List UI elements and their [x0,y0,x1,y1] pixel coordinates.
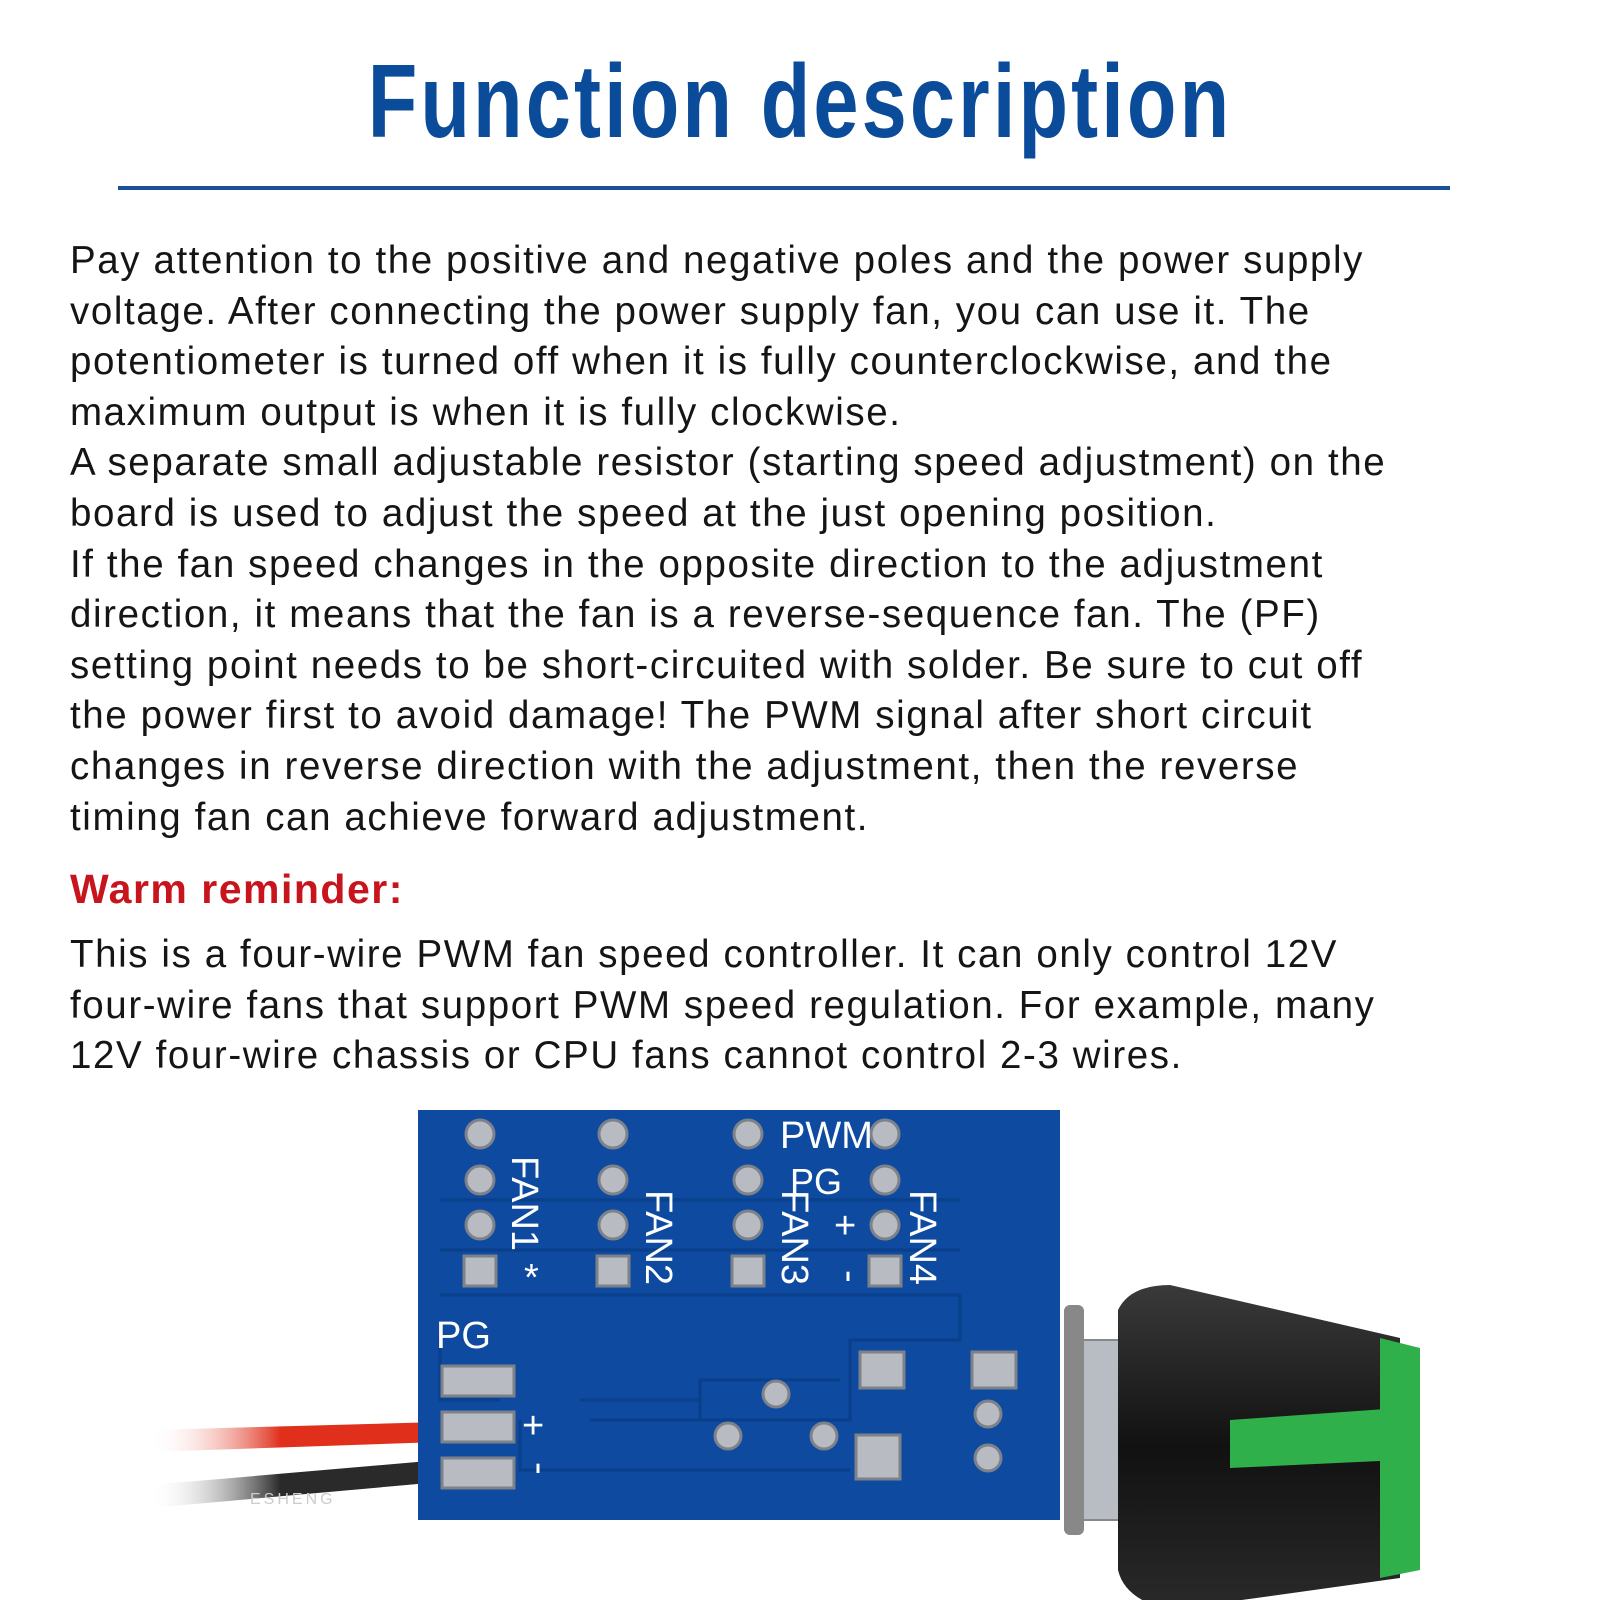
label-pg: PG [436,1315,491,1357]
text-line: the power first to avoid damage! The PWM… [70,694,1313,738]
text-line: 12V four-wire chassis or CPU fans cannot… [70,1034,1183,1078]
pot-nut [1079,1339,1121,1521]
page-title: Function description [367,44,1233,160]
text-line: Pay attention to the positive and negati… [70,239,1365,282]
warm-reminder-heading: Warm reminder: [70,866,404,912]
text-line: changes in reverse direction with the ad… [70,744,1300,788]
label-plus-top: + [834,1205,856,1247]
text-line: If the fan speed changes in the opposite… [70,542,1324,586]
text-line: setting point needs to be short-circuite… [70,643,1364,687]
text-line: board is used to adjust the speed at the… [70,491,1218,535]
label-pwm: PWM [780,1115,873,1157]
text-line: potentiometer is turned off when it is f… [70,340,1333,384]
pwm-controller-photo: PWM PG FAN1 FAN2 FAN3 FAN4 * + - PG + - … [150,1110,1420,1600]
warm-reminder-text: This is a four-wire PWM fan speed contro… [70,930,1376,1082]
label-pg-top: PG [790,1161,842,1202]
knob-green-stripe [1230,1408,1400,1468]
label-star: * [524,1257,539,1299]
text-line: A separate small adjustable resistor (st… [70,441,1387,485]
text-line: timing fan can achieve forward adjustmen… [70,795,870,839]
label-minus: - [519,1462,561,1475]
description-text: Pay attention to the positive and negati… [70,236,1386,843]
label-fan2: FAN2 [637,1190,679,1285]
label-plus: + [522,1405,544,1447]
label-fan3: FAN3 [773,1190,815,1285]
text-line: maximum output is when it is fully clock… [70,390,902,434]
text-line: four-wire fans that support PWM speed re… [70,983,1376,1027]
red-wire [150,1422,440,1452]
title-divider [118,186,1450,190]
label-minus-top: - [829,1270,871,1283]
black-wire [150,1460,440,1508]
text-line: This is a four-wire PWM fan speed contro… [70,933,1339,976]
text-line: direction, it means that the fan is a re… [70,593,1321,637]
label-fan4: FAN4 [901,1190,943,1285]
wire-print: ESHENG [250,1491,336,1508]
text-line: voltage. After connecting the power supp… [70,289,1311,333]
label-fan1: FAN1 [503,1156,545,1251]
